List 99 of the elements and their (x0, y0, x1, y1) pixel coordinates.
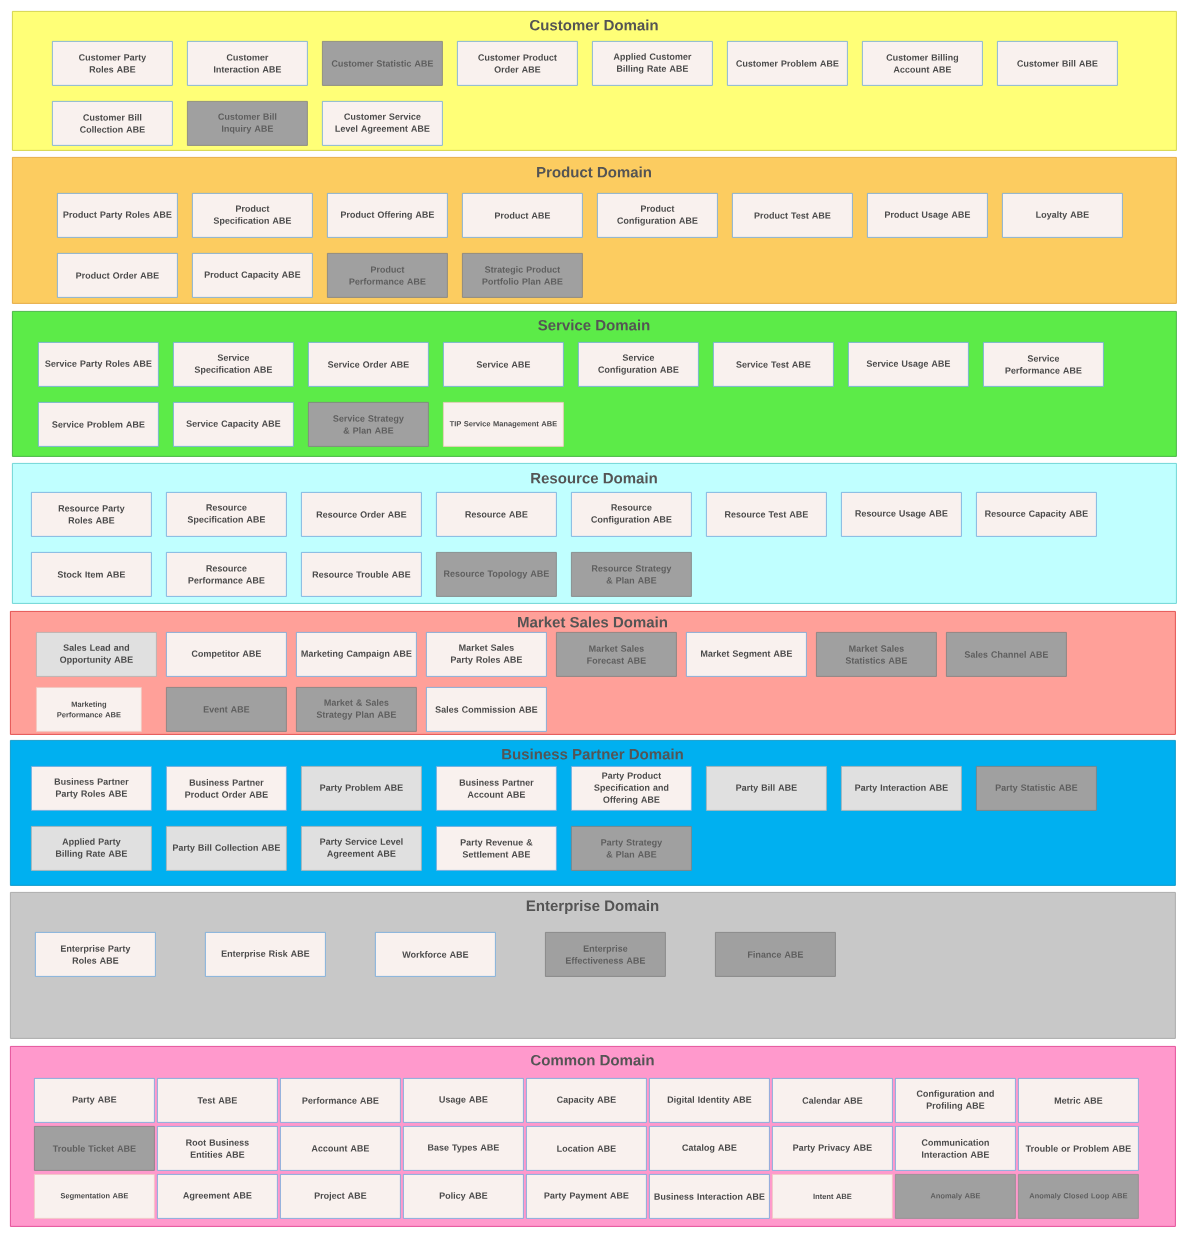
abe-box: Party Problem ABE (301, 766, 422, 811)
abe-box: Root Business Entities ABE (157, 1126, 278, 1171)
abe-box: Customer Bill Inquiry ABE (187, 101, 308, 146)
abe-box: Party Interaction ABE (841, 766, 962, 811)
abe-box: Product Party Roles ABE (57, 193, 178, 238)
abe-box: Market & Sales Strategy Plan ABE (296, 687, 417, 732)
abe-box: Product Test ABE (732, 193, 853, 238)
abe-box: Communication Interaction ABE (895, 1126, 1016, 1171)
abe-box: Product Usage ABE (867, 193, 988, 238)
abe-box: Competitor ABE (166, 632, 287, 677)
abe-box: Applied Party Billing Rate ABE (31, 826, 152, 871)
abe-box: Resource Specification ABE (166, 492, 287, 537)
abe-box: Workforce ABE (375, 932, 496, 977)
abe-box: Service Performance ABE (983, 342, 1104, 387)
abe-box: Party Product Specification and Offering ABE (571, 766, 692, 811)
abe-box: Party Bill Collection ABE (166, 826, 287, 871)
abe-box: Account ABE (280, 1126, 401, 1171)
abe-box: Enterprise Party Roles ABE (35, 932, 156, 977)
abe-box: Sales Commission ABE (426, 687, 547, 732)
abe-box: Calendar ABE (772, 1078, 893, 1123)
abe-box: Resource Test ABE (706, 492, 827, 537)
abe-box: Product Offering ABE (327, 193, 448, 238)
abe-box: Base Types ABE (403, 1126, 524, 1171)
abe-box: Market Sales Party Roles ABE (426, 632, 547, 677)
abe-box: Resource Strategy & Plan ABE (571, 552, 692, 597)
abe-box: Business Interaction ABE (649, 1174, 770, 1219)
abe-box: Enterprise Effectiveness ABE (545, 932, 666, 977)
abe-box: Sales Channel ABE (946, 632, 1067, 677)
abe-box: Service Problem ABE (38, 402, 159, 447)
abe-box: Service Test ABE (713, 342, 834, 387)
abe-box: Business Partner Account ABE (436, 766, 557, 811)
abe-box: Market Sales Statistics ABE (816, 632, 937, 677)
abe-box: Resource Topology ABE (436, 552, 557, 597)
abe-box: Service ABE (443, 342, 564, 387)
abe-box: Resource Performance ABE (166, 552, 287, 597)
abe-box: Party Service Level Agreement ABE (301, 826, 422, 871)
abe-box: Marketing Campaign ABE (296, 632, 417, 677)
abe-box: Customer Statistic ABE (322, 41, 443, 86)
abe-box: Party Privacy ABE (772, 1126, 893, 1171)
abe-box: Finance ABE (715, 932, 836, 977)
abe-box: Business Partner Product Order ABE (166, 766, 287, 811)
abe-box: Service Strategy & Plan ABE (308, 402, 429, 447)
abe-box: Party Statistic ABE (976, 766, 1097, 811)
abe-box: Customer Interaction ABE (187, 41, 308, 86)
abe-box: Agreement ABE (157, 1174, 278, 1219)
abe-box: Policy ABE (403, 1174, 524, 1219)
abe-box: Loyalty ABE (1002, 193, 1123, 238)
abe-box: Applied Customer Billing Rate ABE (592, 41, 713, 86)
abe-box: Product Specification ABE (192, 193, 313, 238)
abe-box: Strategic Product Portfolio Plan ABE (462, 253, 583, 298)
abe-box: Market Segment ABE (686, 632, 807, 677)
abe-box: Enterprise Risk ABE (205, 932, 326, 977)
abe-box: Party Bill ABE (706, 766, 827, 811)
abe-box: Resource Party Roles ABE (31, 492, 152, 537)
abe-box: Sales Lead and Opportunity ABE (36, 632, 157, 677)
abe-box: Trouble Ticket ABE (34, 1126, 155, 1171)
abe-box: Capacity ABE (526, 1078, 647, 1123)
abe-box: Resource Configuration ABE (571, 492, 692, 537)
abe-box: Catalog ABE (649, 1126, 770, 1171)
abe-box: Resource Trouble ABE (301, 552, 422, 597)
abe-box: Service Usage ABE (848, 342, 969, 387)
abe-box: Service Specification ABE (173, 342, 294, 387)
abe-box: Trouble or Problem ABE (1018, 1126, 1139, 1171)
abe-box: Customer Bill ABE (997, 41, 1118, 86)
abe-box: Test ABE (157, 1078, 278, 1123)
abe-box: Service Order ABE (308, 342, 429, 387)
abe-box: Party Revenue & Settlement ABE (436, 826, 557, 871)
abe-box: Service Capacity ABE (173, 402, 294, 447)
abe-box: Resource Usage ABE (841, 492, 962, 537)
abe-box: Location ABE (526, 1126, 647, 1171)
abe-box: Customer Product Order ABE (457, 41, 578, 86)
abe-box: Usage ABE (403, 1078, 524, 1123)
abe-box: Customer Problem ABE (727, 41, 848, 86)
abe-box: Business Partner Party Roles ABE (31, 766, 152, 811)
abe-box: Resource ABE (436, 492, 557, 537)
abe-box: Resource Capacity ABE (976, 492, 1097, 537)
abe-box: Event ABE (166, 687, 287, 732)
abe-box: Project ABE (280, 1174, 401, 1219)
abe-box: Product Capacity ABE (192, 253, 313, 298)
abe-box: Service Configuration ABE (578, 342, 699, 387)
abe-box: Resource Order ABE (301, 492, 422, 537)
abe-box: Market Sales Forecast ABE (556, 632, 677, 677)
abe-box: Customer Billing Account ABE (862, 41, 983, 86)
abe-box: Configuration and Profiling ABE (895, 1078, 1016, 1123)
abe-box: Stock Item ABE (31, 552, 152, 597)
abe-box: Digital Identity ABE (649, 1078, 770, 1123)
abe-box: Product ABE (462, 193, 583, 238)
abe-box: Party Strategy & Plan ABE (571, 826, 692, 871)
abe-box: Product Configuration ABE (597, 193, 718, 238)
abe-box: Service Party Roles ABE (38, 342, 159, 387)
abe-box: Customer Service Level Agreement ABE (322, 101, 443, 146)
abe-box: Product Order ABE (57, 253, 178, 298)
abe-box: Performance ABE (280, 1078, 401, 1123)
abe-box: Customer Bill Collection ABE (52, 101, 173, 146)
abe-box: Party Payment ABE (526, 1174, 647, 1219)
abe-box: Metric ABE (1018, 1078, 1139, 1123)
abe-box: Customer Party Roles ABE (52, 41, 173, 86)
abe-box: Party ABE (34, 1078, 155, 1123)
abe-box: Product Performance ABE (327, 253, 448, 298)
